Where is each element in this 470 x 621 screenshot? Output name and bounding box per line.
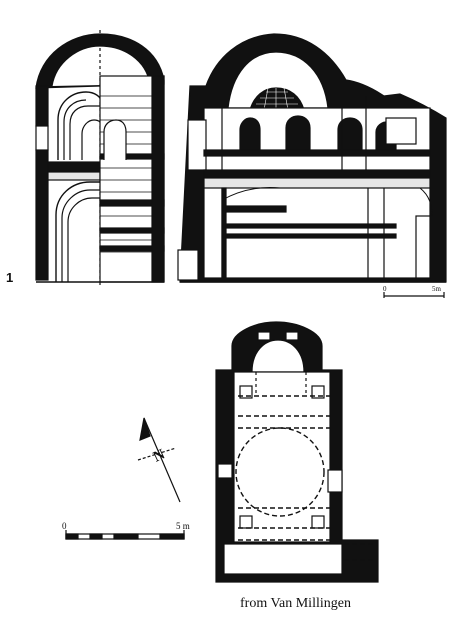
scale-top-start-label: 0 <box>383 285 387 293</box>
scale-bottom-end-label: 5 m <box>176 521 190 531</box>
figure-number: 1 <box>6 270 14 285</box>
floor-plan-drawing <box>215 321 379 583</box>
left-section-drawing <box>35 30 165 285</box>
north-arrow-icon <box>137 417 181 503</box>
scale-bar-top <box>383 292 445 298</box>
scale-top-end-label: 5m <box>432 285 441 293</box>
scale-bottom-start-label: 0 <box>62 521 67 531</box>
credit-caption: from Van Millingen <box>240 596 351 611</box>
scale-bar-bottom <box>65 530 185 540</box>
right-section-drawing <box>177 33 447 283</box>
